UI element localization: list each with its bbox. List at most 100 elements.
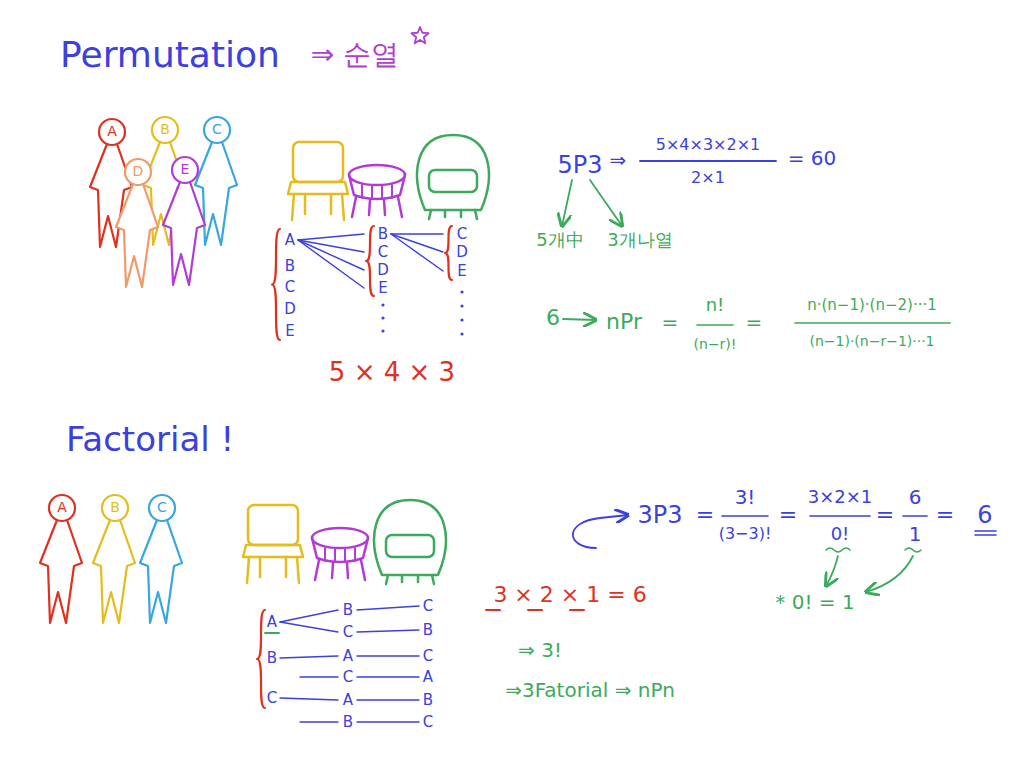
chair-leg xyxy=(285,557,288,577)
curly-brace xyxy=(257,610,265,708)
person-head xyxy=(172,157,198,183)
tree-letter: C xyxy=(423,714,433,731)
tree-branch xyxy=(280,622,338,632)
fraction-bar xyxy=(810,515,870,517)
formula-text: nPr xyxy=(606,310,642,334)
stool-top xyxy=(312,528,368,548)
tree-branch xyxy=(280,698,338,700)
chair-leg xyxy=(247,557,249,583)
tree-letter: E xyxy=(457,263,466,280)
underline xyxy=(570,609,584,611)
fraction-numerator: 5×4×3×2×1 xyxy=(656,136,761,154)
formula-result: 6 xyxy=(977,502,992,528)
tree-letter: D xyxy=(284,301,296,318)
product-note: 5 × 4 × 3 xyxy=(329,358,455,387)
stool-stripe xyxy=(334,548,336,561)
formula-text: = xyxy=(936,503,954,527)
annotation: ⇒3Fatorial ⇒ nPn xyxy=(505,679,675,701)
annotation: * 0! = 1 xyxy=(775,591,854,613)
armchair-body xyxy=(417,135,489,210)
tree-letter: A xyxy=(423,669,433,686)
chair-leg xyxy=(297,557,299,583)
tree-letter: C xyxy=(267,690,277,707)
curly-brace xyxy=(272,229,280,340)
stool-leg xyxy=(369,200,370,215)
person-figure xyxy=(163,182,205,285)
underline xyxy=(975,534,996,536)
underline xyxy=(528,609,542,611)
person-letter: E xyxy=(181,162,190,177)
stool-stripe xyxy=(344,548,346,561)
fraction-denominator: (n−1)·(n−r−1)···1 xyxy=(809,334,934,349)
person-letter: C xyxy=(157,500,167,515)
person-figure xyxy=(140,520,182,623)
formula-text: = xyxy=(696,503,714,527)
armchair-body xyxy=(374,500,446,575)
tree-letter: B xyxy=(423,622,433,639)
tree-letter: A xyxy=(285,232,295,249)
formula-text: = xyxy=(876,503,894,527)
tree-letter: B xyxy=(267,650,277,667)
tree-branch xyxy=(357,606,419,610)
tree-branch xyxy=(391,234,443,252)
underline xyxy=(486,609,500,611)
tree-letter: B xyxy=(343,714,353,731)
tree-branch xyxy=(357,699,419,700)
chair-leg xyxy=(330,194,333,214)
tree-branch xyxy=(298,240,364,252)
person-letter: C xyxy=(212,122,222,137)
fraction-denominator: 1 xyxy=(909,523,922,545)
stool-stripe xyxy=(354,548,356,561)
armchair-leg xyxy=(475,210,477,219)
tree-branch xyxy=(280,610,338,622)
tree-branch xyxy=(357,630,419,632)
person-figure xyxy=(116,184,158,287)
fraction-denominator: (n−r)! xyxy=(694,337,737,352)
stool-stripe xyxy=(371,185,373,198)
stool-leg xyxy=(347,563,348,578)
formula-result: = 60 xyxy=(788,147,837,169)
fraction-bar xyxy=(795,322,950,324)
tree-letter: D xyxy=(456,244,468,261)
stool-body xyxy=(349,175,405,199)
tree-letter: B xyxy=(378,226,388,243)
ellipsis-dot xyxy=(381,329,384,332)
tree-letter: C xyxy=(457,226,467,243)
armchair-leg xyxy=(417,575,420,582)
page-title: Permutation xyxy=(60,35,280,75)
tree-letter: C xyxy=(343,669,353,686)
annotation: 3개나열 xyxy=(607,230,672,250)
ellipsis-dot xyxy=(460,290,463,293)
armchair-leg xyxy=(432,575,434,584)
formula-text: 3P3 xyxy=(637,502,682,528)
person-figure xyxy=(93,520,135,623)
curly-brace xyxy=(366,226,374,296)
fraction-numerator: 6 xyxy=(909,486,922,508)
person-letter: A xyxy=(57,500,67,515)
tree-letter: B xyxy=(343,602,353,619)
person-head xyxy=(99,119,125,145)
tree-branch xyxy=(300,721,338,722)
person-head xyxy=(125,159,151,185)
fraction-numerator: 3×2×1 xyxy=(808,487,873,507)
ellipsis-dot xyxy=(460,332,463,335)
chair-seat xyxy=(288,182,348,194)
person-letter: D xyxy=(133,164,144,179)
tree-letter: C xyxy=(343,624,353,641)
person-head xyxy=(204,117,230,143)
squiggle xyxy=(905,548,921,552)
curly-brace xyxy=(445,226,452,280)
tree-branch xyxy=(357,721,419,722)
armchair-leg xyxy=(429,210,431,219)
formula-text: = xyxy=(746,311,763,333)
formula-text: = xyxy=(779,503,797,527)
tree-branch xyxy=(298,234,364,240)
person-letter: B xyxy=(160,122,170,137)
stool-leg xyxy=(361,560,365,580)
heading-translation: ⇒ 순열 xyxy=(311,40,399,71)
armchair-leg xyxy=(444,210,447,217)
tree-branch xyxy=(357,676,419,677)
pointer-arrow xyxy=(563,319,596,320)
tree-branch xyxy=(300,676,338,677)
annotation: 5개中 xyxy=(536,230,583,250)
